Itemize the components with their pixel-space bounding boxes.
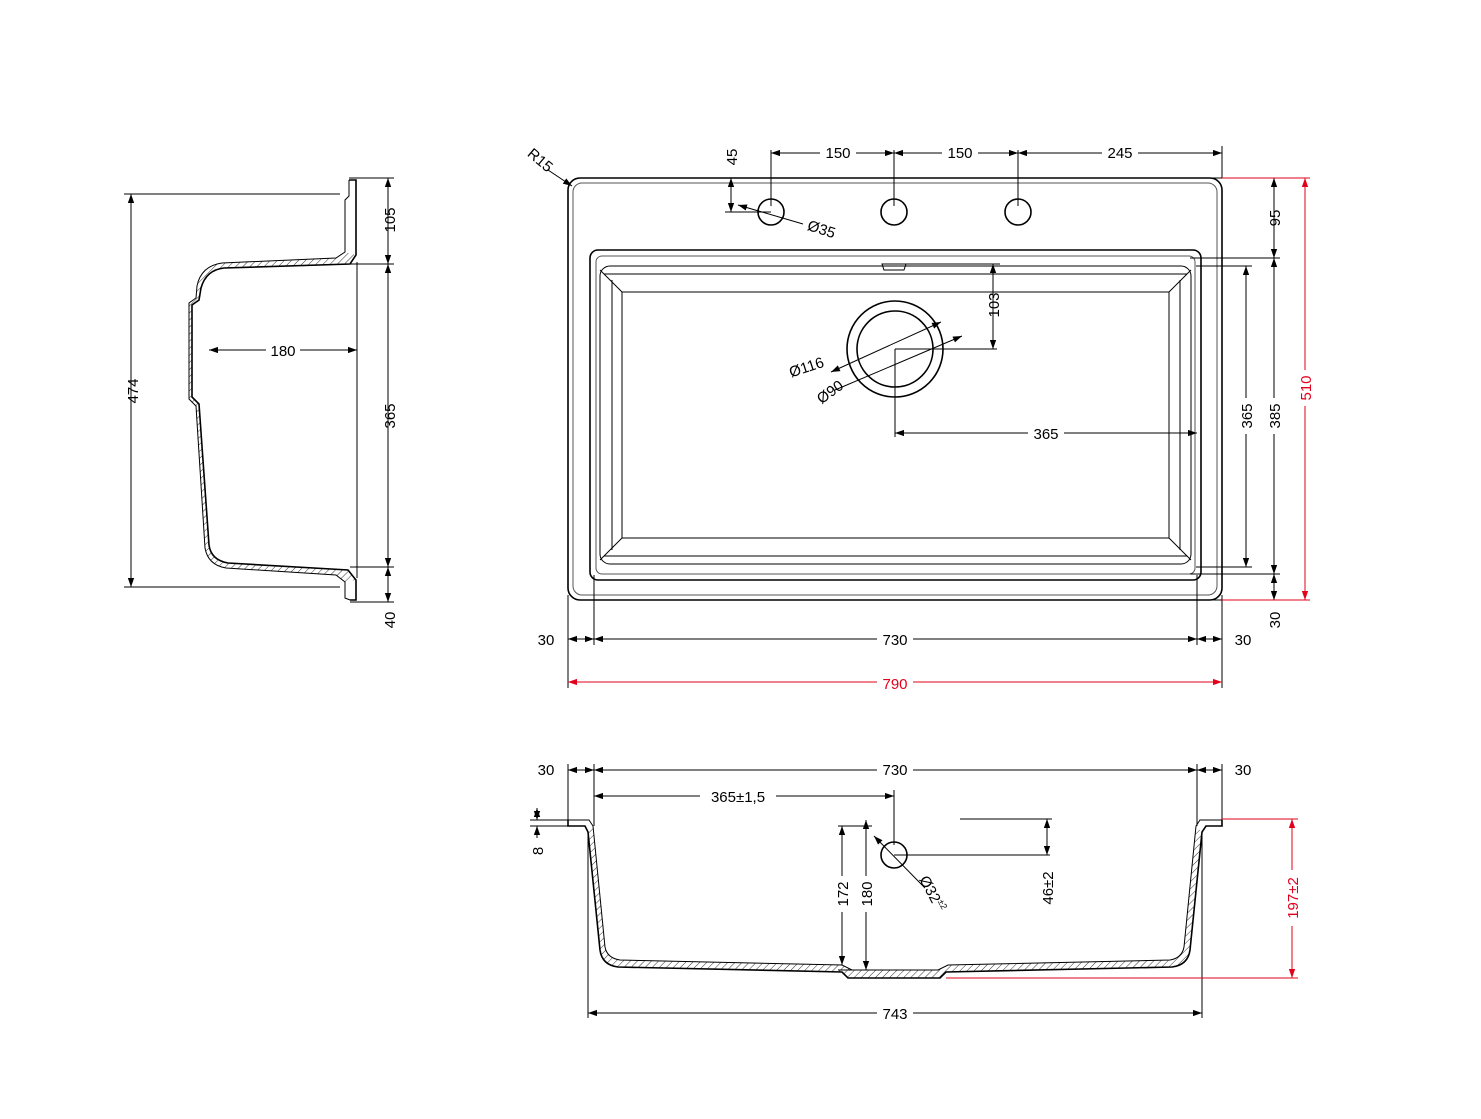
dim-overall-width: 790 xyxy=(882,676,907,693)
dim-rim-top: 95 xyxy=(1267,210,1284,227)
dim-drain-outer-diameter: Ø116 xyxy=(787,354,826,381)
top-view-bowl-edge xyxy=(589,249,1202,581)
top-view-overflow-slot xyxy=(881,263,907,271)
dim-drain-offset-side-bg xyxy=(1028,424,1064,442)
dim-bowl-inner-length-bg xyxy=(1238,398,1256,434)
dim-line-overflow-diameter xyxy=(873,835,926,889)
dim-side-rim-top: 105 xyxy=(382,207,399,232)
side-section-view: 105 365 40 474 180 xyxy=(124,177,399,629)
top-view-outer-rim xyxy=(567,177,1223,601)
dim-rim-thickness: 8 xyxy=(530,847,547,855)
top-view-corner-line-bl xyxy=(599,537,623,561)
dim-depth-at-drain: 172 xyxy=(835,881,852,906)
dim-rim-left: 30 xyxy=(538,632,555,649)
dim-drain-offset-top: 103 xyxy=(986,292,1003,317)
top-view-rim-inner-edge xyxy=(572,182,1218,596)
top-view-corner-line-tl xyxy=(599,269,623,293)
dim-line-corner-radius xyxy=(547,169,573,187)
dim-rim-bottom: 30 xyxy=(1267,612,1284,629)
front-section-outer-profile xyxy=(567,820,1223,979)
dim-drain-offset-side: 365 xyxy=(1033,426,1058,443)
dim-overflow-tolerance: ±2 xyxy=(936,898,950,911)
dim-hole-spacing-1: 150 xyxy=(825,145,850,162)
dim-hole-offset-top: 45 xyxy=(724,149,741,166)
dim-line-tap-hole xyxy=(737,204,804,225)
top-view-bowl-floor xyxy=(621,291,1170,539)
dim-hole-spacing-2: 150 xyxy=(947,145,972,162)
dim-depth-at-drain-bg xyxy=(834,876,852,912)
dim-hole-offset-right-bg xyxy=(1102,144,1138,162)
dim-front-bowl-width: 730 xyxy=(882,762,907,779)
dim-side-overall-height: 474 xyxy=(125,378,142,403)
dim-bottom-width-bg xyxy=(877,1004,913,1022)
dim-side-rim-bottom: 40 xyxy=(382,612,399,629)
side-section-wall-hatch xyxy=(189,252,356,582)
dim-bowl-width-bg xyxy=(877,630,913,648)
dim-side-bowl-depth-bg xyxy=(266,340,300,358)
dim-front-rim-right: 30 xyxy=(1235,762,1252,779)
dim-rim-right: 30 xyxy=(1235,632,1252,649)
dim-hole-offset-right: 245 xyxy=(1107,145,1132,162)
dim-side-bowl-length: 365 xyxy=(382,403,399,428)
dim-bowl-width: 730 xyxy=(882,632,907,649)
dim-overall-depth-bg xyxy=(1284,870,1302,926)
dim-hole-spacing-2-bg xyxy=(942,144,978,162)
dim-bowl-inner-length: 365 xyxy=(1239,403,1256,428)
front-section-view: 30 730 30 365±1,5 8 172 180 Ø32±2 46±2 1… xyxy=(530,761,1302,1023)
top-view-bowl-floor-outer xyxy=(599,265,1192,565)
dim-front-rim-left: 30 xyxy=(538,762,555,779)
dim-overflow-height: 46±2 xyxy=(1040,871,1057,904)
front-section-wall-hatch xyxy=(588,826,1202,978)
dim-bowl-length: 385 xyxy=(1267,403,1284,428)
dim-corner-radius: R15 xyxy=(524,145,556,176)
dim-depth-bg xyxy=(858,876,876,912)
dim-overall-length-bg xyxy=(1297,370,1315,406)
dim-bottom-width: 743 xyxy=(882,1006,907,1023)
side-section-outer-profile xyxy=(191,179,357,601)
top-view-bowl-inner-edge xyxy=(595,255,1196,575)
drain-diameter-leader-90 xyxy=(834,335,963,391)
side-section-inner-profile xyxy=(188,180,351,601)
dim-bowl-length-bg xyxy=(1266,398,1284,434)
drain-diameter-leader-116 xyxy=(830,321,942,373)
dim-tap-hole-diameter: Ø35 xyxy=(805,217,837,242)
dim-overall-depth: 197±2 xyxy=(1285,877,1302,919)
dim-hole-spacing-1-bg xyxy=(820,144,856,162)
dim-overall-length: 510 xyxy=(1298,375,1315,400)
dim-side-bowl-depth: 180 xyxy=(270,343,295,360)
top-view: R15 45 150 150 245 Ø35 103 Ø116 Ø90 365 … xyxy=(524,144,1315,693)
dim-overall-width-bg xyxy=(877,673,913,691)
dim-depth: 180 xyxy=(859,881,876,906)
dim-drain-inner-diameter: Ø90 xyxy=(814,377,847,407)
dim-overflow-diameter: Ø32±2 xyxy=(915,873,949,915)
dim-drain-position-bg xyxy=(700,787,776,805)
dim-drain-position: 365±1,5 xyxy=(711,789,765,806)
dim-front-bowl-width-bg xyxy=(877,761,913,779)
